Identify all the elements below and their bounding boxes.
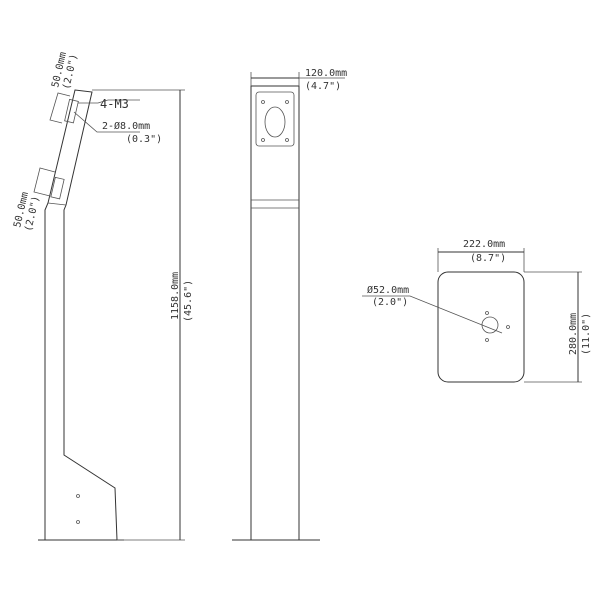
front-stand-outline <box>250 85 300 541</box>
hole-label-in: (0.3") <box>126 134 162 145</box>
hole-diameter-mm: Ø52.0mm <box>367 284 409 296</box>
cable-hole <box>264 106 286 138</box>
mount-plate <box>255 91 295 147</box>
side-stand-outline <box>44 89 118 541</box>
screw-hole <box>76 494 80 498</box>
hole-label-mm: 2-Ø8.0mm <box>102 120 150 132</box>
side-view-stand <box>33 89 185 541</box>
base-plate-outline <box>437 271 525 383</box>
base-plate <box>362 248 582 383</box>
hole-diameter-in: (2.0") <box>372 297 408 308</box>
mount-slot-bottom <box>50 176 65 200</box>
front-width-mm: 120.0mm <box>305 68 347 79</box>
screw-label: 4-M3 <box>100 97 129 111</box>
plate-height-mm: 280.0mm <box>568 313 579 355</box>
front-width-in: (4.7") <box>305 81 341 92</box>
plate-width-mm: 222.0mm <box>463 239 505 250</box>
front-view-stand <box>232 72 345 541</box>
screw-hole <box>76 520 80 524</box>
height-mm: 1158.0mm <box>170 272 181 320</box>
plate-width-in: (8.7") <box>470 253 506 264</box>
mount-slot-top <box>64 98 79 124</box>
plate-height-in: (11.0") <box>581 313 592 355</box>
height-in: (45.6") <box>183 280 194 322</box>
